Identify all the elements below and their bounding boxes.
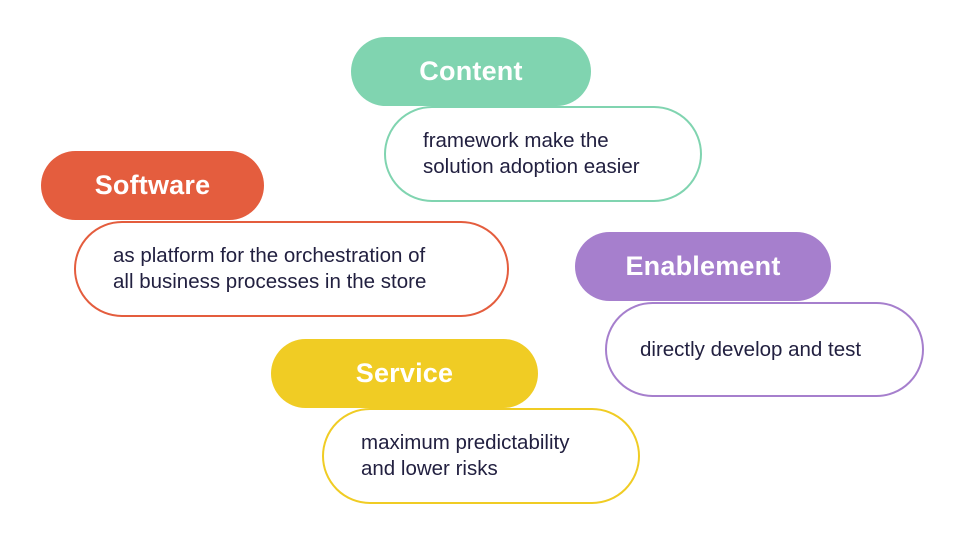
software-title: Software <box>94 170 211 200</box>
content-description-line: framework make the <box>423 129 609 152</box>
content-title: Content <box>419 56 523 86</box>
enablement-title-pill: Enablement <box>575 232 831 301</box>
enablement-description-line: directly develop and test <box>640 337 862 361</box>
service-description: maximum predictability and lower risks <box>361 430 569 482</box>
content-description-line: solution adoption easier <box>423 155 640 178</box>
service-description-line: and lower risks <box>361 457 498 480</box>
software-description-line: all business processes in the store <box>113 270 427 293</box>
content-description: framework make the solution adoption eas… <box>423 128 640 180</box>
service-description-line: maximum predictability <box>361 431 570 454</box>
enablement-description-pill: directly develop and test <box>605 302 924 397</box>
service-description-pill: maximum predictability and lower risks <box>322 408 640 504</box>
service-title: Service <box>355 358 454 388</box>
enablement-title: Enablement <box>625 251 781 281</box>
enablement-description: directly develop and test <box>640 337 861 363</box>
software-description: as platform for the orchestration of all… <box>113 243 426 295</box>
content-title-pill: Content <box>351 37 591 106</box>
software-description-line: as platform for the orchestration of <box>113 244 426 267</box>
software-title-pill: Software <box>41 151 264 220</box>
software-description-pill: as platform for the orchestration of all… <box>74 221 509 317</box>
service-title-pill: Service <box>271 339 538 408</box>
content-description-pill: framework make the solution adoption eas… <box>384 106 702 202</box>
